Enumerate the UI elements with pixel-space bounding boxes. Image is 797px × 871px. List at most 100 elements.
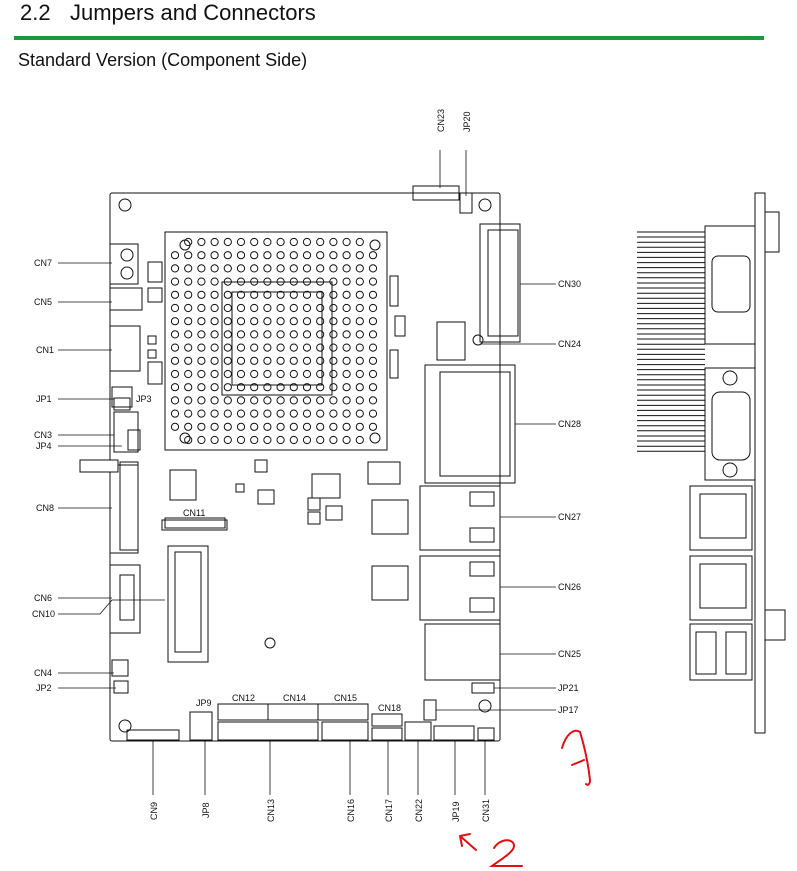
heatsink-pin bbox=[316, 303, 325, 313]
heatsink-pin bbox=[250, 435, 259, 445]
heatsink-pin bbox=[250, 369, 259, 379]
heatsink-pin bbox=[355, 264, 364, 273]
heatsink-pin bbox=[342, 409, 351, 418]
label-cn6: CN6 bbox=[34, 593, 52, 603]
red-annotations bbox=[459, 729, 592, 867]
heatsink-pin bbox=[170, 396, 180, 405]
heatsink-pin bbox=[197, 396, 206, 405]
heatsink-pin bbox=[289, 409, 298, 418]
heatsink-pin bbox=[276, 396, 285, 405]
heatsink-pin bbox=[302, 251, 312, 260]
heatsink-pin bbox=[223, 290, 232, 299]
heatsink-pin bbox=[184, 237, 193, 247]
label-cn9: CN9 bbox=[149, 802, 159, 820]
heatsink-pin bbox=[329, 290, 338, 299]
cpu-heatsink bbox=[164, 231, 388, 451]
heatsink-pin bbox=[236, 369, 246, 379]
heatsink-pin bbox=[289, 290, 298, 299]
heatsink-pin bbox=[355, 343, 364, 352]
heatsink-pin bbox=[210, 343, 219, 352]
heatsink-pin bbox=[197, 422, 206, 431]
mount-hole bbox=[478, 699, 492, 713]
heatsink-pin bbox=[223, 396, 232, 405]
heatsink-pin bbox=[236, 290, 246, 299]
heatsink-pin bbox=[263, 303, 272, 313]
heatsink-pin bbox=[342, 383, 351, 392]
heatsink-pin bbox=[289, 251, 298, 260]
label-cn4: CN4 bbox=[34, 668, 52, 678]
heatsink-pin bbox=[302, 343, 312, 352]
heatsink-pin bbox=[355, 277, 364, 286]
heatsink-pin bbox=[276, 343, 285, 352]
label-cn12: CN12 bbox=[232, 693, 255, 703]
label-cn27: CN27 bbox=[558, 512, 581, 522]
heatsink-pin bbox=[184, 277, 193, 286]
label-cn25: CN25 bbox=[558, 649, 581, 659]
heatsink-pin bbox=[302, 290, 312, 299]
heatsink-pin bbox=[184, 383, 193, 392]
heatsink-pin bbox=[250, 330, 259, 339]
heatsink-pin bbox=[316, 264, 325, 273]
heatsink-pin bbox=[223, 435, 232, 445]
heatsink-pin bbox=[276, 290, 285, 299]
heatsink-pin bbox=[289, 264, 298, 273]
heatsink-pin bbox=[250, 396, 259, 405]
cn12-connector bbox=[217, 703, 269, 721]
heatsink-pin bbox=[263, 396, 272, 405]
cn3-jp4-block bbox=[113, 411, 139, 453]
heatsink-pin bbox=[368, 409, 378, 418]
label-cn15: CN15 bbox=[334, 693, 357, 703]
heatsink-pin bbox=[263, 264, 272, 273]
heatsink-pin bbox=[316, 356, 325, 365]
heatsink-pin bbox=[355, 435, 364, 445]
heatsink-pin bbox=[302, 369, 312, 379]
heatsink-pin bbox=[236, 422, 246, 431]
heatsink-pin bbox=[342, 330, 351, 339]
heatsink-pin bbox=[342, 264, 351, 273]
heatsink-pin bbox=[184, 303, 193, 313]
cn5-connector bbox=[109, 287, 143, 311]
heatsink-pin bbox=[210, 251, 219, 260]
heatsink-pin bbox=[236, 264, 246, 273]
heatsink-pin bbox=[316, 383, 325, 392]
heatsink-pin bbox=[197, 251, 206, 260]
heatsink-pin bbox=[197, 356, 206, 365]
label-cn3: CN3 bbox=[34, 430, 52, 440]
mount-hole bbox=[478, 198, 492, 212]
annotation-arrow-1 bbox=[561, 729, 592, 786]
heatsink-pin bbox=[236, 409, 246, 418]
cn26-lan bbox=[419, 555, 501, 621]
heatsink-pin bbox=[223, 383, 232, 392]
heatsink-pin bbox=[276, 369, 285, 379]
heatsink-pin bbox=[276, 317, 285, 326]
heatsink-pin bbox=[210, 303, 219, 313]
heatsink-pin bbox=[223, 343, 232, 352]
label-cn11: CN11 bbox=[183, 508, 205, 518]
heatsink-pin bbox=[316, 396, 325, 405]
heatsink-pin bbox=[329, 303, 338, 313]
heatsink-pin bbox=[342, 396, 351, 405]
label-cn23: CN23 bbox=[436, 109, 446, 132]
heatsink-pin bbox=[210, 356, 219, 365]
heatsink-pin bbox=[329, 237, 338, 247]
heatsink-pin bbox=[263, 237, 272, 247]
label-cn24: CN24 bbox=[558, 339, 581, 349]
heatsink-pin bbox=[368, 303, 378, 313]
heatsink-pin bbox=[355, 251, 364, 260]
heatsink-pin bbox=[197, 343, 206, 352]
heatsink-pin bbox=[329, 396, 338, 405]
heatsink-pin bbox=[276, 356, 285, 365]
heatsink-pin bbox=[355, 422, 364, 431]
jp1-jumper bbox=[111, 386, 133, 408]
label-jp19: JP19 bbox=[451, 801, 461, 822]
heatsink-pin bbox=[223, 409, 232, 418]
heatsink-pin bbox=[184, 356, 193, 365]
heatsink-pin bbox=[197, 409, 206, 418]
heatsink-pin bbox=[329, 422, 338, 431]
label-cn13: CN13 bbox=[266, 799, 276, 822]
heatsink-pin bbox=[250, 237, 259, 247]
mount-hole bbox=[472, 334, 484, 346]
jp2-jumper bbox=[113, 680, 129, 694]
heatsink-pin bbox=[316, 369, 325, 379]
heatsink-pin bbox=[316, 343, 325, 352]
